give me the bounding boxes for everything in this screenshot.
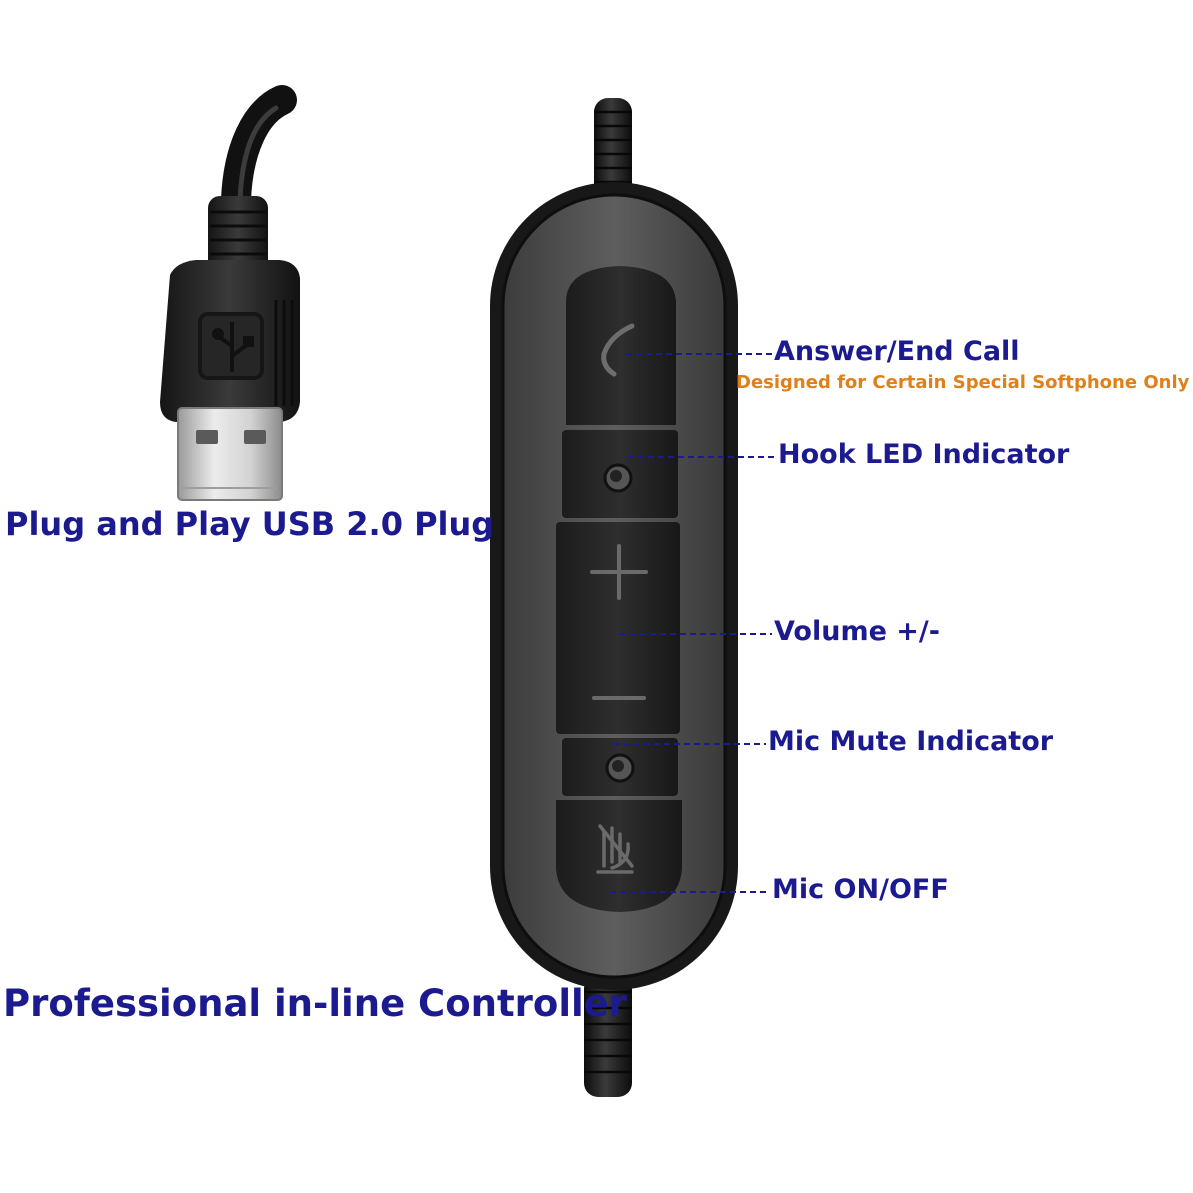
label-mic-on-off: Mic ON/OFF bbox=[772, 874, 949, 905]
label-mic-mute-indicator: Mic Mute Indicator bbox=[768, 726, 1054, 757]
callout-lines bbox=[610, 353, 776, 893]
plug-caption: Plug and Play USB 2.0 Plug bbox=[5, 505, 495, 543]
mic-mute-icon bbox=[596, 824, 634, 874]
usb-plug bbox=[160, 85, 300, 501]
lower-cord bbox=[584, 975, 632, 1097]
usb-logo-icon bbox=[198, 312, 264, 380]
label-volume: Volume +/- bbox=[774, 616, 940, 647]
label-softphone-note: Designed for Certain Special Softphone O… bbox=[736, 372, 1190, 393]
usb-connector bbox=[177, 407, 283, 501]
volume-button[interactable] bbox=[556, 522, 680, 734]
upper-cord bbox=[594, 98, 632, 200]
label-answer-end-call: Answer/End Call bbox=[774, 336, 1020, 367]
phone-handset-icon bbox=[601, 323, 635, 377]
mic-mute-led-segment bbox=[562, 738, 678, 796]
answer-end-call-button[interactable] bbox=[566, 266, 676, 425]
plus-minus-icon bbox=[590, 544, 648, 700]
controller-caption: Professional in-line Controller bbox=[3, 982, 628, 1025]
mic-on-off-button[interactable] bbox=[556, 800, 682, 912]
inline-controller bbox=[490, 98, 738, 1097]
usb-cable bbox=[217, 85, 297, 265]
hook-led-segment bbox=[562, 430, 678, 518]
usb-cable-highlight bbox=[234, 105, 279, 248]
label-hook-led: Hook LED Indicator bbox=[778, 439, 1070, 470]
